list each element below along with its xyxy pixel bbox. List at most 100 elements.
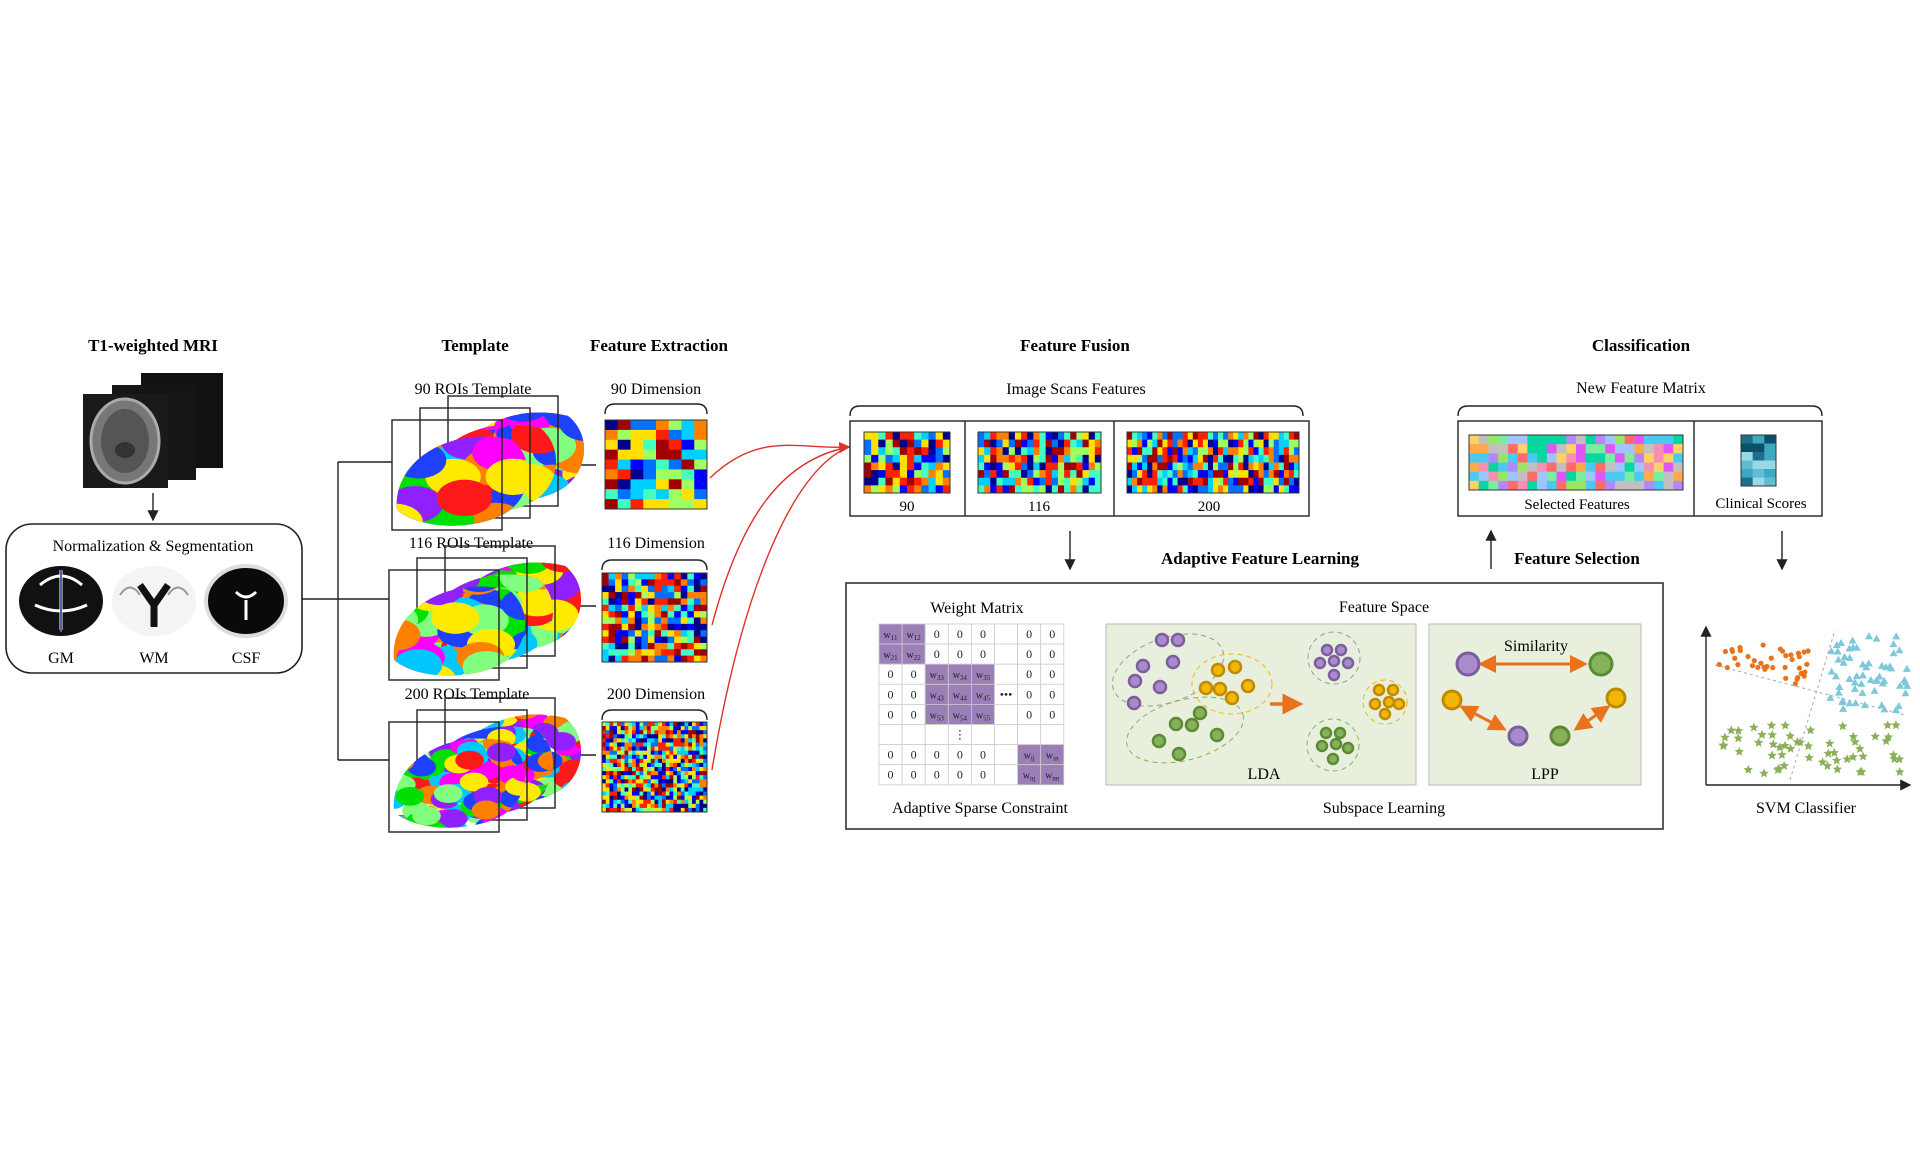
class-b-point bbox=[1860, 701, 1869, 709]
class-a-point bbox=[1760, 642, 1766, 648]
weight-cell-value: 0 bbox=[980, 627, 986, 641]
template-title: Template bbox=[441, 336, 509, 355]
data-point bbox=[1334, 643, 1348, 657]
class-a-point bbox=[1792, 681, 1799, 687]
weight-cell-value: 0 bbox=[1049, 627, 1055, 641]
wm-image bbox=[112, 566, 196, 636]
class-a-point bbox=[1729, 647, 1735, 653]
brace bbox=[601, 709, 708, 721]
class-a-point bbox=[1749, 663, 1756, 669]
label-csf: CSF bbox=[232, 650, 261, 667]
class-c-point bbox=[1785, 731, 1795, 741]
class-a-point bbox=[1804, 661, 1810, 667]
class-c-point bbox=[1743, 764, 1753, 774]
data-point bbox=[1198, 680, 1214, 696]
class-a-point bbox=[1794, 676, 1800, 682]
class-b-point bbox=[1900, 675, 1909, 683]
class-a-point bbox=[1782, 664, 1788, 671]
class-c-point bbox=[1848, 752, 1858, 762]
weight-cell-value: 0 bbox=[888, 667, 894, 681]
data-point bbox=[1327, 654, 1341, 668]
data-point bbox=[1392, 697, 1406, 711]
class-c-point bbox=[1785, 743, 1796, 753]
similarity-label: Similarity bbox=[1504, 638, 1568, 655]
weight-cell-value: 0 bbox=[934, 748, 940, 762]
class-c-point bbox=[1850, 737, 1860, 746]
feature-matrix-116 bbox=[601, 572, 708, 663]
class-c-point bbox=[1888, 749, 1899, 759]
brace bbox=[601, 559, 708, 571]
lda-label: LDA bbox=[1248, 766, 1281, 783]
lda-panel bbox=[1105, 623, 1417, 786]
class-a-point bbox=[1768, 655, 1774, 661]
normalization-title: Normalization & Segmentation bbox=[53, 538, 254, 555]
class-b-point bbox=[1892, 632, 1901, 640]
class-b-point bbox=[1845, 644, 1854, 652]
class-b-point bbox=[1851, 699, 1860, 707]
brain-template-116 bbox=[388, 545, 582, 681]
svm-classifier-label: SVM Classifier bbox=[1756, 800, 1857, 817]
weight-cell-value: 0 bbox=[1049, 707, 1055, 721]
class-c-point bbox=[1775, 742, 1785, 752]
class-c-point bbox=[1822, 760, 1833, 770]
data-point bbox=[1240, 678, 1256, 694]
class-a-point bbox=[1732, 655, 1738, 661]
class-c-point bbox=[1870, 731, 1880, 741]
weight-cell bbox=[994, 704, 1019, 725]
weight-cell-value: 0 bbox=[911, 707, 917, 721]
class-b-point bbox=[1850, 684, 1859, 692]
class-b-point bbox=[1877, 701, 1886, 709]
weight-cell bbox=[1040, 764, 1065, 786]
class-b-point bbox=[1833, 647, 1842, 655]
data-point bbox=[1319, 726, 1333, 740]
weight-cell-value: 0 bbox=[980, 748, 986, 762]
dimension-116-label: 116 Dimension bbox=[607, 535, 705, 552]
fusion-title: Feature Fusion bbox=[1020, 336, 1130, 355]
class-c-point bbox=[1759, 768, 1769, 778]
new-feature-matrix-label: New Feature Matrix bbox=[1576, 380, 1706, 397]
lda-scatter bbox=[1111, 631, 1408, 772]
class-c-point bbox=[1855, 767, 1865, 776]
csf-image bbox=[204, 564, 288, 638]
data-point bbox=[1168, 716, 1184, 732]
class-c-point bbox=[1718, 741, 1729, 750]
weight-cell-value: 0 bbox=[1026, 667, 1032, 681]
data-point bbox=[1368, 697, 1382, 711]
weight-cell-value: 0 bbox=[957, 748, 963, 762]
class-c-point bbox=[1767, 750, 1777, 760]
class-c-point bbox=[1848, 731, 1859, 741]
class-c-point bbox=[1817, 757, 1828, 767]
class-b-point bbox=[1832, 640, 1841, 648]
class-b-point bbox=[1838, 696, 1847, 704]
class-c-point bbox=[1804, 752, 1814, 762]
data-point bbox=[1135, 658, 1151, 674]
feature-space-title: Feature Space bbox=[1339, 599, 1429, 616]
lpp-graph bbox=[1441, 651, 1627, 747]
class-c-point bbox=[1749, 722, 1759, 732]
class-b-point bbox=[1852, 672, 1861, 680]
class-b-point bbox=[1870, 686, 1879, 694]
weight-cell-value: 0 bbox=[934, 627, 940, 641]
afl-box bbox=[845, 582, 1664, 830]
weight-cell-value: 0 bbox=[980, 647, 986, 661]
class-b-point bbox=[1894, 702, 1903, 710]
class-b-point bbox=[1889, 640, 1898, 648]
class-a-point bbox=[1758, 660, 1764, 666]
class-b-point bbox=[1845, 653, 1854, 661]
new-feature-box bbox=[1457, 420, 1823, 517]
class-a-point bbox=[1796, 665, 1803, 671]
weight-cell-value: ••• bbox=[1000, 687, 1013, 701]
class-b-point bbox=[1858, 671, 1867, 679]
class-c-point bbox=[1882, 720, 1893, 730]
class-a-point bbox=[1737, 647, 1743, 654]
template-116-label: 116 ROIs Template bbox=[409, 535, 533, 552]
fusion-box bbox=[849, 420, 1310, 517]
class-b-point bbox=[1895, 646, 1904, 654]
class-c-point bbox=[1805, 725, 1816, 735]
weight-cell-value: 0 bbox=[1026, 647, 1032, 661]
class-a-point bbox=[1735, 662, 1741, 668]
weight-caption: Adaptive Sparse Constraint bbox=[892, 800, 1069, 817]
class-c-point bbox=[1894, 754, 1905, 764]
class-b-point bbox=[1852, 643, 1861, 651]
label-gm: GM bbox=[48, 650, 74, 667]
